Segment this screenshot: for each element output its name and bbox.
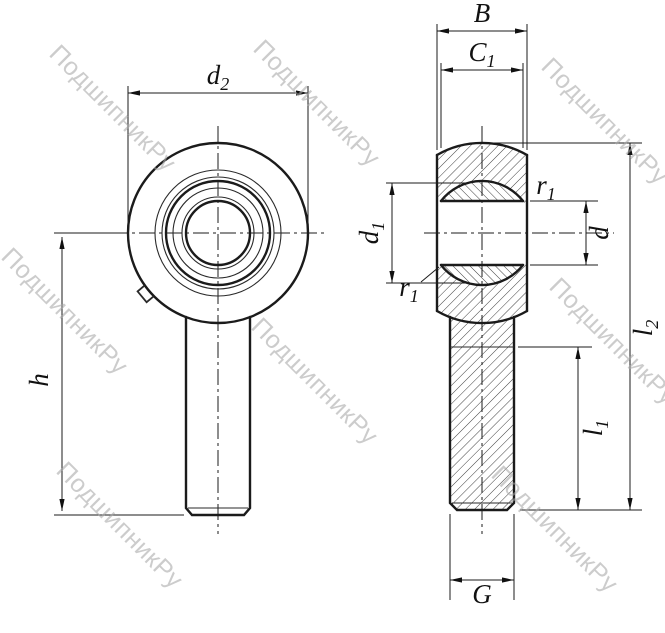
dim-label-G: G: [472, 579, 492, 609]
watermark-text: ПодшипникРу: [0, 242, 134, 380]
watermark-text: ПодшипникРу: [248, 34, 386, 172]
ball-top-arc: [439, 179, 525, 203]
dim-C1: C1: [440, 37, 524, 148]
dim-h: h: [24, 232, 184, 516]
dim-label-l2: l2: [628, 320, 662, 337]
section-outline: [435, 141, 529, 512]
section-shank-profile: [448, 315, 516, 512]
dim-label-d: d: [584, 226, 614, 240]
watermark-text: ПодшипникРу: [486, 460, 624, 598]
label-r1-bottom: r1: [399, 266, 440, 306]
dim-B: B: [436, 0, 528, 150]
dim-G: G: [449, 514, 515, 609]
dim-label-r1-top: r1: [536, 170, 556, 204]
side-section-view: B C1 d1 d r1 r1: [354, 0, 662, 609]
r1-bottom-leader-line: [420, 266, 440, 283]
watermark-text: ПодшипникРу: [246, 312, 384, 450]
front-shank-profile: [184, 315, 252, 517]
dim-label-d2: d2: [207, 60, 230, 94]
dim-d: d: [530, 200, 614, 266]
ball-outer-circle: [164, 179, 272, 287]
watermark-text: ПодшипникРу: [536, 52, 665, 190]
head-top-dome-arc: [435, 141, 529, 157]
dim-label-h: h: [24, 373, 54, 387]
head-outer-circle: [126, 141, 310, 325]
watermark-text: ПодшипникРу: [51, 456, 189, 594]
front-centerlines: [112, 126, 324, 534]
front-shank-outline: [184, 315, 252, 517]
housing-seat-circle: [154, 169, 282, 297]
dim-d2: d2: [127, 60, 309, 225]
housing-chamfer-circle: [161, 176, 275, 290]
watermark-text: ПодшипникРу: [544, 272, 665, 410]
ball-chamfer-circle: [172, 187, 264, 279]
dim-label-l1: l1: [578, 420, 612, 437]
lube-notch: [136, 284, 155, 304]
dim-label-r1-bottom: r1: [399, 272, 419, 306]
dim-l1: l1: [518, 346, 612, 510]
dim-d1: d1: [354, 182, 466, 284]
dim-l2: l2: [494, 142, 662, 511]
front-head-outline: [126, 141, 310, 325]
dim-label-B: B: [474, 0, 491, 28]
ball-bottom-arc: [439, 263, 525, 287]
watermark-layer: ПодшипникРу ПодшипникРу ПодшипникРу Подш…: [0, 34, 665, 598]
dim-label-C1: C1: [468, 37, 495, 71]
watermark-text: ПодшипникРу: [44, 39, 182, 177]
front-view: d2 h: [24, 60, 324, 534]
section-centerlines: [424, 126, 614, 534]
bore-chamfer-circle: [181, 196, 255, 270]
bore-circle: [184, 199, 252, 267]
label-r1-top: r1: [536, 170, 556, 204]
dim-label-d1: d1: [354, 222, 388, 245]
head-bottom-dome-arc: [435, 309, 529, 325]
